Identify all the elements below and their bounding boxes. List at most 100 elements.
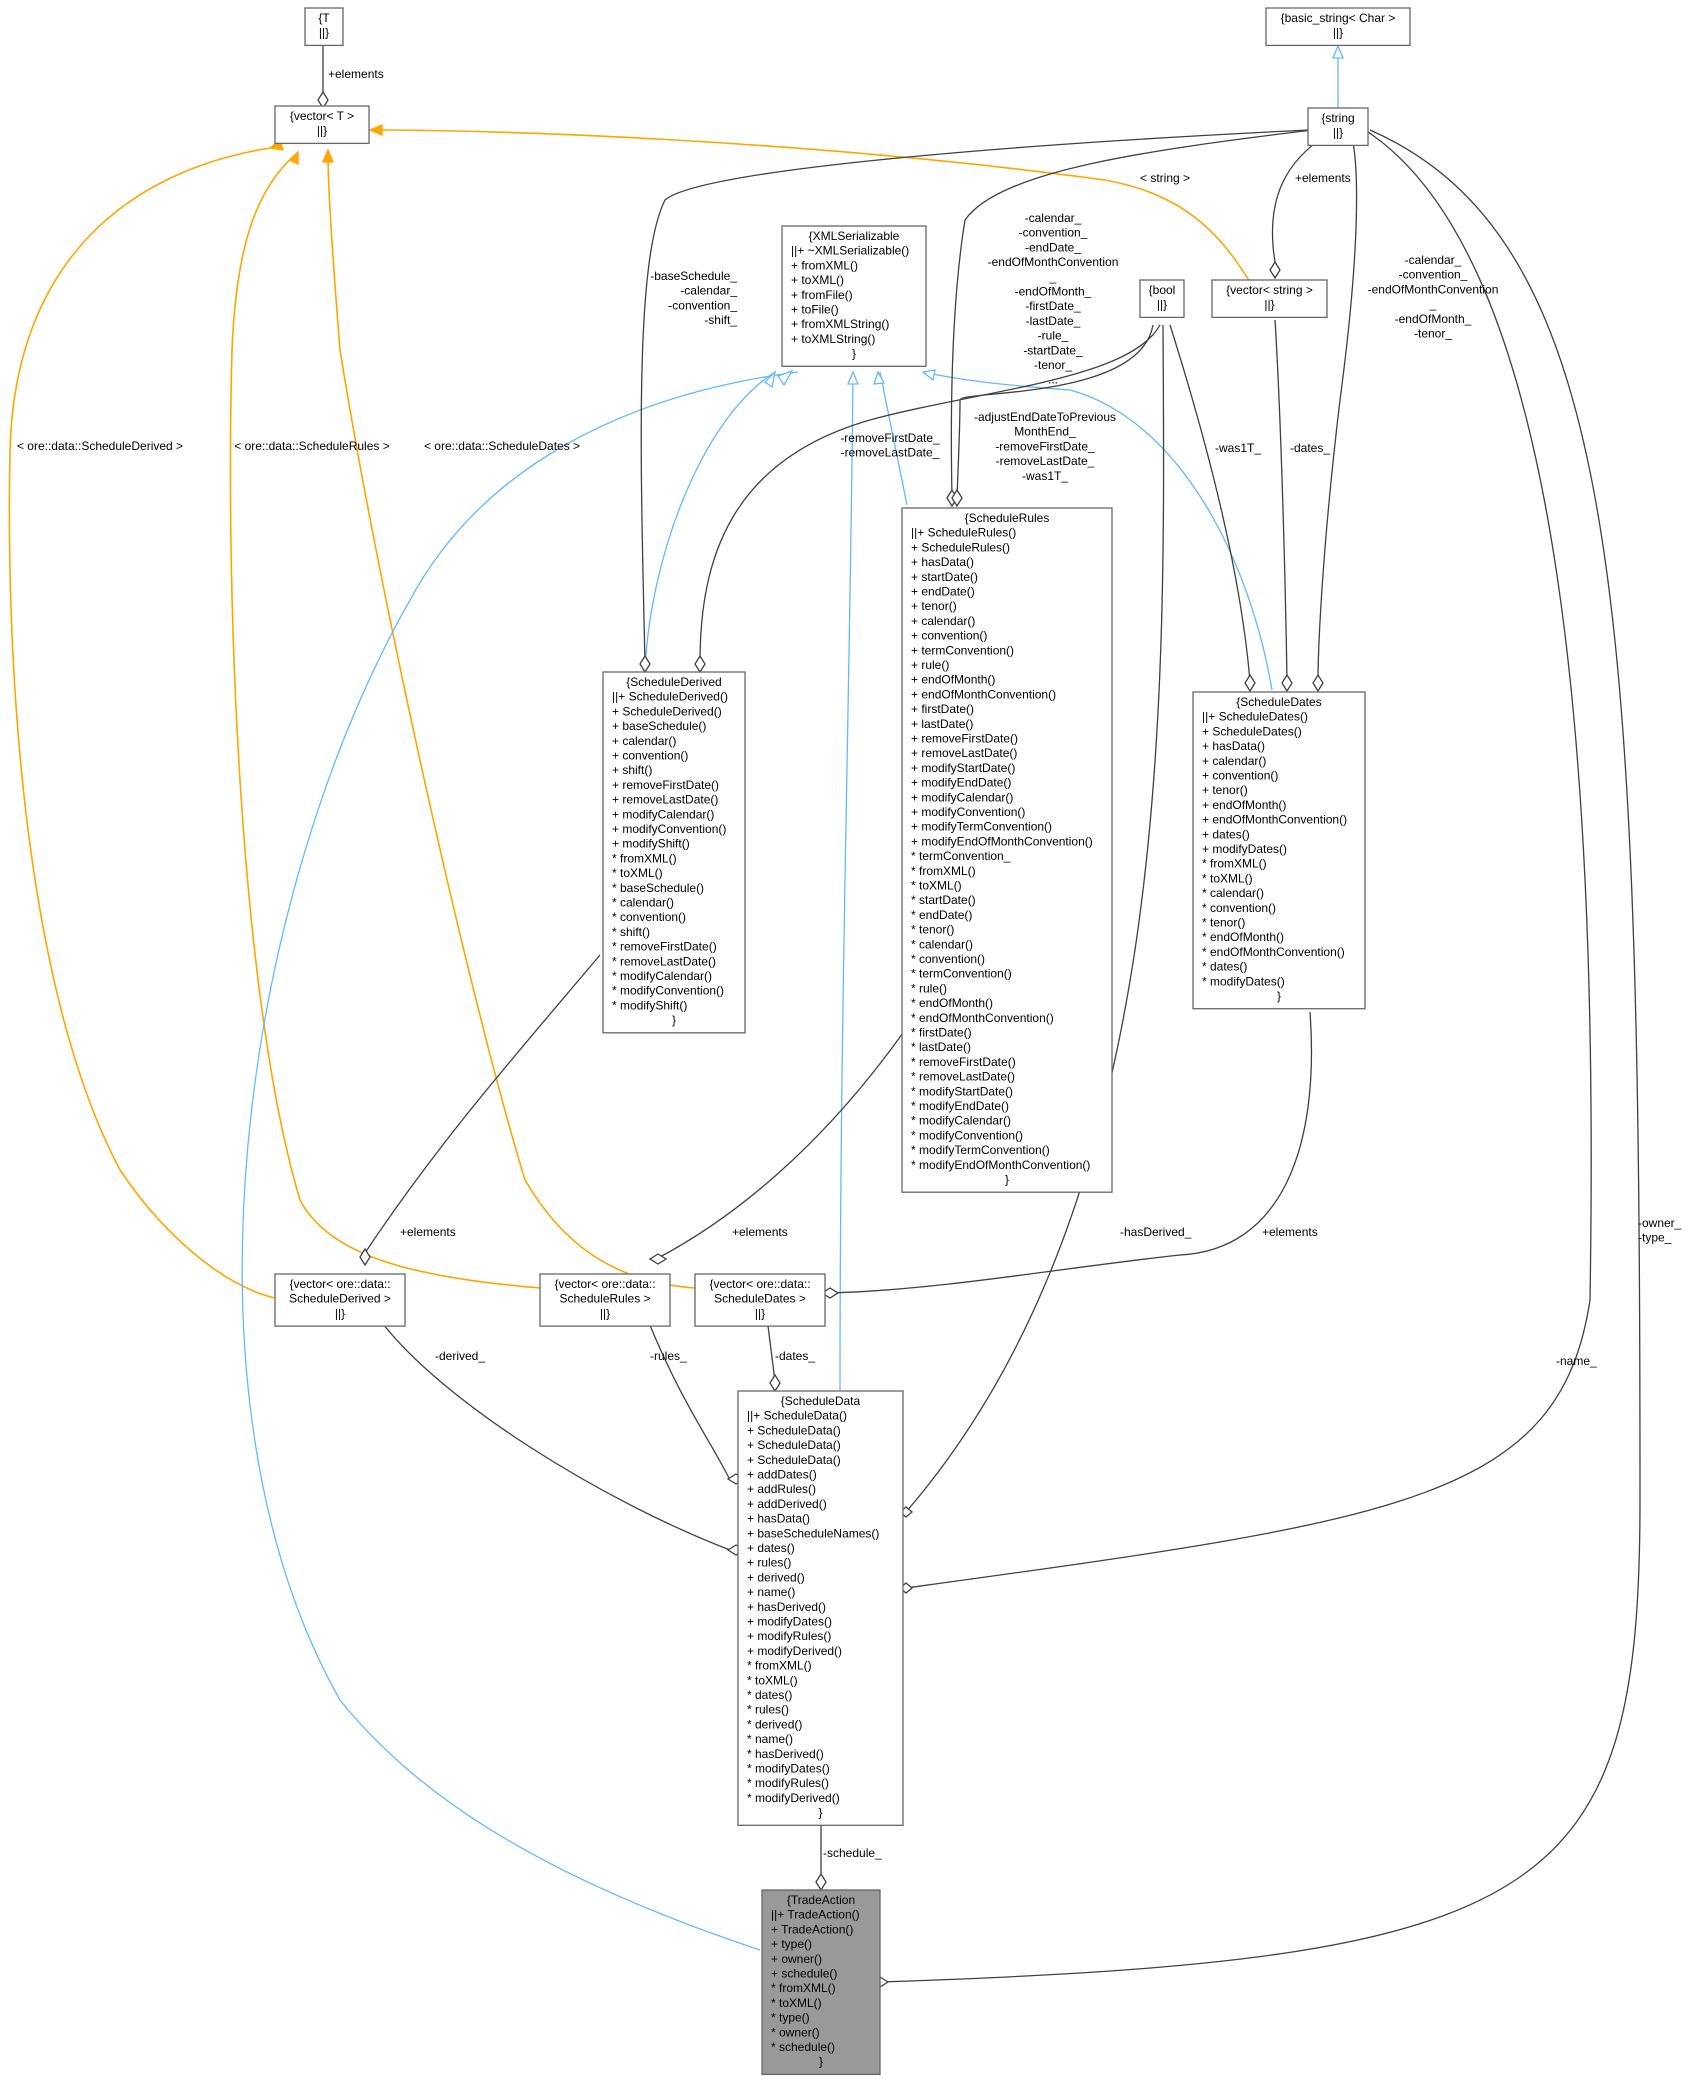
node-line: {ScheduleRules — [965, 511, 1050, 525]
node-line: } — [819, 2055, 823, 2069]
node-line: {bool — [1149, 283, 1176, 297]
node-line: + endOfMonthConvention() — [911, 687, 1056, 701]
node-box — [304, 7, 344, 47]
node-box — [901, 507, 1113, 1193]
node-line: + modifyEndDate() — [911, 776, 1011, 790]
edge-bool-to-dates — [1169, 324, 1251, 683]
node-xml-serializable[interactable]: {XMLSerializable||+ ~XMLSerializable()+ … — [781, 225, 927, 367]
node-line: + calendar() — [1202, 754, 1266, 768]
node-schedule-derived[interactable]: {ScheduleDerived||+ ScheduleDerived()+ S… — [602, 671, 746, 1034]
node-line: + convention() — [911, 629, 987, 643]
node-line: ||+ ScheduleDates() — [1202, 710, 1308, 724]
inherit-arrowhead-xml-3 — [847, 370, 859, 385]
edge-label-line: -shift_ — [704, 313, 737, 327]
node-schedule-data[interactable]: {ScheduleData||+ ScheduleData()+ Schedul… — [737, 1390, 904, 1826]
edge-label-dates: -dates_ — [775, 1349, 815, 1363]
node-box — [694, 1273, 826, 1327]
node-basic-string[interactable]: {basic_string< Char >||} — [1265, 7, 1411, 47]
node-string[interactable]: {string||} — [1307, 107, 1369, 147]
node-line: + removeFirstDate() — [911, 732, 1018, 746]
node-line: * modifyConvention() — [612, 984, 724, 998]
template-arrowhead-1 — [368, 124, 383, 136]
node-line: + modifyRules() — [747, 1629, 831, 1643]
edge-label-line: ... — [1048, 373, 1058, 387]
node-line: * toXML() — [911, 879, 962, 893]
node-vector-rules[interactable]: {vector< ore::data::ScheduleRules >||} — [539, 1273, 671, 1327]
edge-derived-to-vector-derived — [364, 954, 601, 1254]
edge-label-line: -dates_ — [775, 1349, 815, 1363]
edge-bool-to-rules — [956, 324, 1154, 498]
node-line: * removeFirstDate() — [612, 940, 717, 954]
node-line: + ScheduleDates() — [1202, 724, 1302, 738]
edge-dates-to-xmlserializable — [922, 371, 1273, 691]
edge-label-line: -name_ — [1556, 1354, 1597, 1368]
node-vector-derived[interactable]: {vector< ore::data::ScheduleDerived >||} — [274, 1273, 406, 1327]
node-line: * rule() — [911, 981, 947, 995]
node-box — [1139, 279, 1185, 319]
node-box — [761, 1889, 881, 2076]
node-line: + fromXML() — [791, 258, 858, 272]
node-line: + hasDerived() — [747, 1600, 826, 1614]
node-line: + firstDate() — [911, 702, 974, 716]
node-line: + calendar() — [612, 734, 676, 748]
edge-label-line: < ore::data::ScheduleDerived > — [17, 439, 183, 453]
node-schedule-dates[interactable]: {ScheduleDates||+ ScheduleDates()+ Sched… — [1192, 691, 1366, 1010]
inherit-arrowhead-xml-4 — [873, 370, 886, 385]
node-trade-action[interactable]: {TradeAction||+ TradeAction()+ TradeActi… — [761, 1889, 881, 2076]
node-line: * endOfMonthConvention() — [911, 1011, 1054, 1025]
edge-label-line: -schedule_ — [823, 1846, 882, 1860]
inherit-arrowhead-xml-5 — [921, 369, 936, 382]
node-box — [737, 1390, 904, 1826]
node-line: + modifyDerived() — [747, 1644, 842, 1658]
node-line: ||+ ScheduleRules() — [911, 526, 1016, 540]
node-line: + tenor() — [1202, 783, 1248, 797]
edge-string-to-derived — [640, 129, 1309, 663]
node-schedule-rules[interactable]: {ScheduleRules||+ ScheduleRules()+ Sched… — [901, 507, 1113, 1193]
edge-rules-to-xmlserializable — [879, 371, 908, 506]
node-vector-t[interactable]: {vector< T >||} — [274, 105, 370, 145]
node-line: + modifyEndOfMonthConvention() — [911, 834, 1093, 848]
node-line: * schedule() — [771, 2040, 835, 2054]
node-line: {ScheduleDates — [1236, 695, 1321, 709]
node-bool[interactable]: {bool||} — [1139, 279, 1185, 319]
node-line: * modifyEndDate() — [911, 1099, 1009, 1113]
node-line: + termConvention() — [911, 643, 1014, 657]
edge-label-line: -tenor_ — [1414, 327, 1452, 341]
edge-label-tpl-derived: < ore::data::ScheduleDerived > — [17, 439, 183, 453]
node-line: {vector< ore::data:: — [554, 1277, 655, 1291]
node-line: * modifyEndOfMonthConvention() — [911, 1158, 1090, 1172]
node-line: * startDate() — [911, 893, 976, 907]
node-line: ||} — [1157, 298, 1167, 312]
aggregation-diamond-trade-action-1 — [815, 1872, 827, 1892]
edge-label-line: -convention_ — [1019, 226, 1088, 240]
node-line: ||+ ~XMLSerializable() — [791, 244, 909, 258]
node-line: + baseSchedule() — [612, 719, 706, 733]
node-line: ||} — [755, 1306, 765, 1320]
edge-string-to-data-name — [905, 129, 1592, 1589]
edge-label-line: < string > — [1140, 171, 1190, 185]
node-line: * fromXML() — [747, 1659, 812, 1673]
node-line: * fromXML() — [771, 1981, 836, 1995]
node-line: + ScheduleRules() — [911, 540, 1010, 554]
node-line: + hasData() — [747, 1512, 810, 1526]
edge-label-line: -baseSchedule_ — [650, 269, 737, 283]
aggregation-diamond-derived-1 — [639, 654, 651, 674]
node-vector-string[interactable]: {vector< string >||} — [1211, 279, 1328, 319]
node-line: * modifyTermConvention() — [911, 1143, 1050, 1157]
edge-label-line: +elements — [400, 1225, 456, 1239]
edge-label-line: -endOfMonth_ — [1395, 312, 1472, 326]
node-line: ||} — [319, 26, 329, 40]
edge-dates-to-vector-dates — [829, 1011, 1313, 1294]
node-line: * endOfMonth() — [1202, 930, 1284, 944]
node-t[interactable]: {T||} — [304, 7, 344, 47]
node-line: * toXML() — [1202, 871, 1253, 885]
node-line: {basic_string< Char > — [1281, 11, 1396, 25]
edge-label-owner-type: -owner_-type_ — [1638, 1216, 1682, 1245]
node-line: * hasDerived() — [747, 1747, 824, 1761]
edge-label-line: -removeFirstDate_ — [840, 431, 940, 445]
node-line: ||} — [335, 1306, 345, 1320]
node-box — [539, 1273, 671, 1327]
node-vector-dates[interactable]: {vector< ore::data::ScheduleDates >||} — [694, 1273, 826, 1327]
node-line: + modifyConvention() — [911, 805, 1025, 819]
node-line: * modifyDerived() — [747, 1791, 840, 1805]
